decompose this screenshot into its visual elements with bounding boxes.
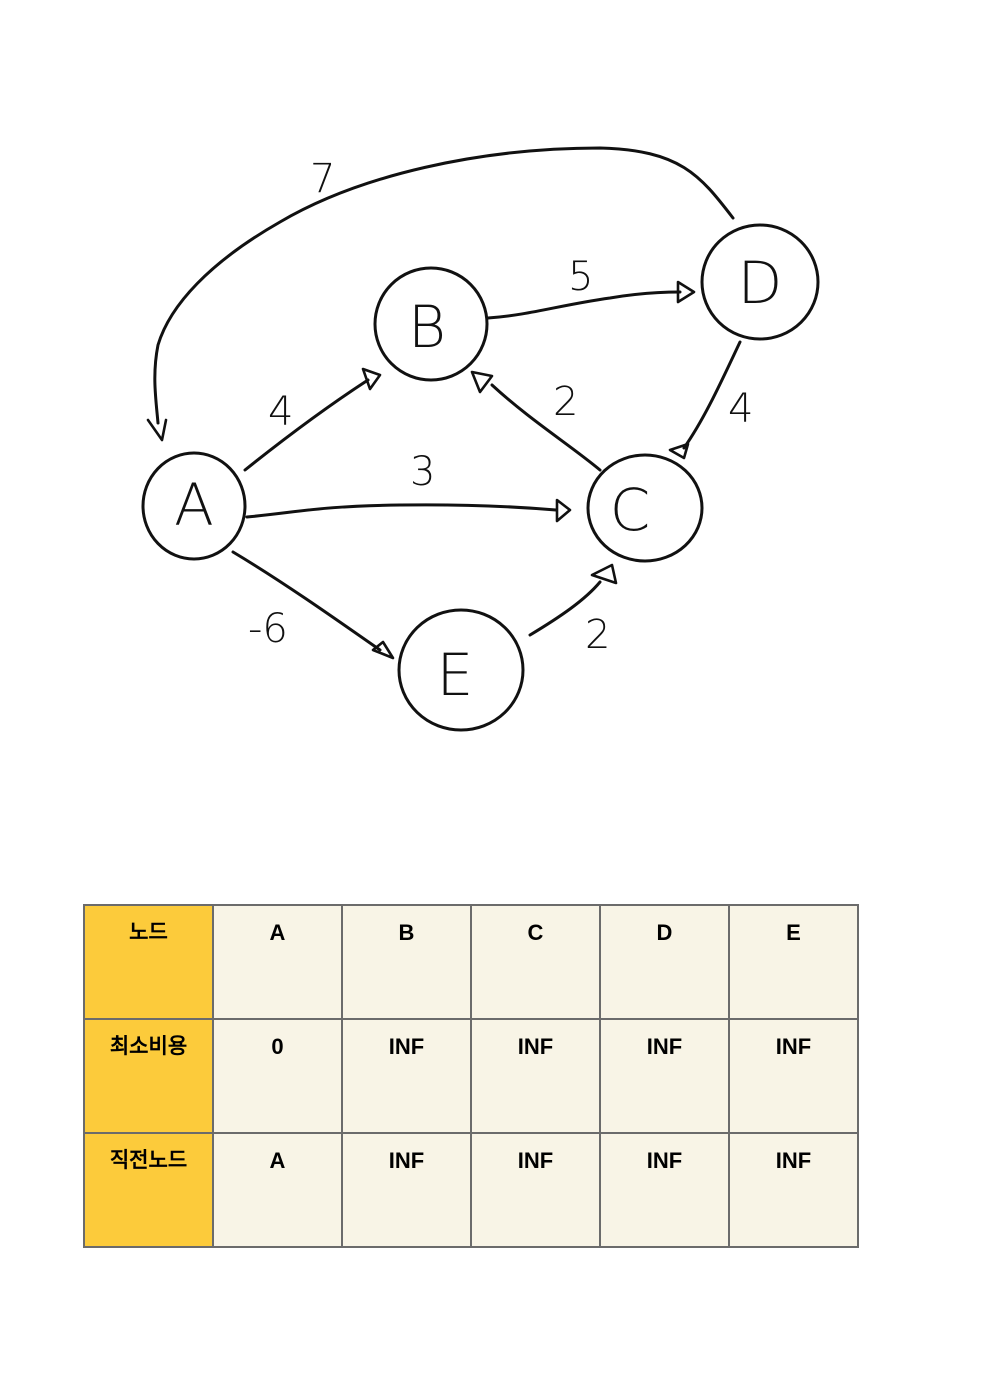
table-cell: A <box>212 1132 343 1248</box>
table-cell: INF <box>728 1018 859 1134</box>
node-label-b: B <box>408 293 446 361</box>
node-e: E <box>397 608 525 732</box>
table-cell: INF <box>599 1132 730 1248</box>
row-label-min-cost: 최소비용 <box>83 1018 214 1134</box>
edge-c-to-b: 2 <box>470 370 602 472</box>
edge-d-to-c: 4 <box>668 340 753 460</box>
edge-a-to-c: 3 <box>245 449 572 523</box>
graph-diagram: 7 4 3 -6 5 2 4 2 <box>141 146 820 732</box>
table-row-node: 노드 A B C D E <box>83 904 859 1020</box>
edge-b-to-d: 5 <box>486 254 696 320</box>
edge-weight-b-d: 5 <box>568 254 593 300</box>
table-cell: E <box>728 904 859 1020</box>
table-row-min-cost: 최소비용 0 INF INF INF INF <box>83 1018 859 1134</box>
edge-weight-a-b: 4 <box>268 389 293 435</box>
node-b: B <box>373 266 489 382</box>
table-cell: INF <box>599 1018 730 1134</box>
table-cell: INF <box>341 1132 472 1248</box>
table-cell: D <box>599 904 730 1020</box>
node-label-a: A <box>174 471 214 539</box>
edge-e-to-c: 2 <box>528 563 618 658</box>
table-cell: INF <box>341 1018 472 1134</box>
table-cell: INF <box>470 1018 601 1134</box>
table-cell: B <box>341 904 472 1020</box>
edge-a-to-b: 4 <box>243 367 382 472</box>
row-label-prev-node: 직전노드 <box>83 1132 214 1248</box>
node-label-d: D <box>738 249 783 317</box>
edge-weight-a-c: 3 <box>410 449 435 495</box>
edge-d-to-a: 7 <box>146 146 735 442</box>
node-a: A <box>141 451 247 561</box>
table-cell: INF <box>470 1132 601 1248</box>
node-c: C <box>586 453 704 563</box>
table-cell: INF <box>728 1132 859 1248</box>
edge-weight-a-e: -6 <box>248 606 288 652</box>
table-cell: A <box>212 904 343 1020</box>
edge-weight-c-b: 2 <box>553 379 578 425</box>
table-cell: 0 <box>212 1018 343 1134</box>
edge-weight-d-a: 7 <box>310 156 335 202</box>
node-label-e: E <box>437 641 474 709</box>
edge-weight-d-c: 4 <box>728 386 753 432</box>
table-row-prev-node: 직전노드 A INF INF INF INF <box>83 1132 859 1248</box>
node-label-c: C <box>610 476 651 544</box>
edge-weight-e-c: 2 <box>585 612 610 658</box>
node-d: D <box>700 223 820 341</box>
edge-a-to-e: -6 <box>231 550 395 660</box>
cost-table: 노드 A B C D E 최소비용 0 INF INF INF INF 직전노드… <box>83 904 859 1248</box>
table-cell: C <box>470 904 601 1020</box>
row-label-node: 노드 <box>83 904 214 1020</box>
